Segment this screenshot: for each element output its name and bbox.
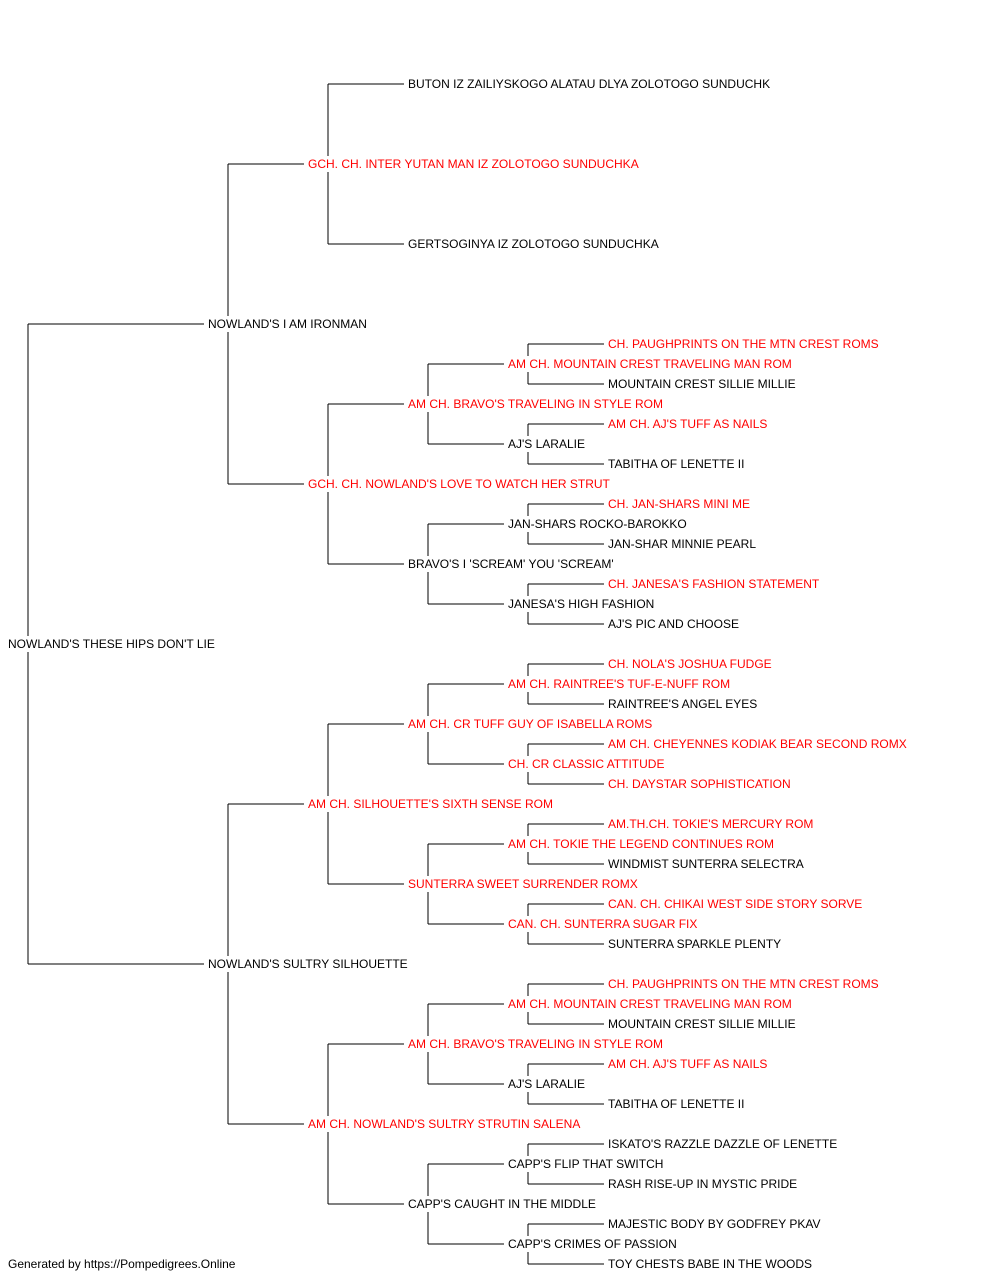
dog-name-pedigree-dam-dam-dam-dam-dam: TOY CHESTS BABE IN THE WOODS (608, 1257, 812, 1271)
dog-name-pedigree-dam-dam-sire-sire-dam: MOUNTAIN CREST SILLIE MILLIE (608, 1017, 796, 1031)
dog-name-pedigree-sire-dam-sire-sire-sire: CH. PAUGHPRINTS ON THE MTN CREST ROMS (608, 337, 879, 351)
dog-name-pedigree-dam-dam-dam-sire-sire: ISKATO'S RAZZLE DAZZLE OF LENETTE (608, 1137, 837, 1151)
dog-name-pedigree-dam-sire-sire: AM CH. CR TUFF GUY OF ISABELLA ROMS (408, 717, 652, 731)
dog-name-pedigree-sire-dam: GCH. CH. NOWLAND'S LOVE TO WATCH HER STR… (308, 477, 611, 491)
dog-name-pedigree-dam-dam-dam: CAPP'S CAUGHT IN THE MIDDLE (408, 1197, 596, 1211)
dog-name-pedigree-dam-sire-dam-sire-sire: AM.TH.CH. TOKIE'S MERCURY ROM (608, 817, 813, 831)
dog-name-pedigree-sire: NOWLAND'S I AM IRONMAN (208, 317, 367, 331)
dog-name-pedigree-sire-dam-sire-sire-dam: MOUNTAIN CREST SILLIE MILLIE (608, 377, 796, 391)
dog-name-pedigree-dam-dam-sire-sire: AM CH. MOUNTAIN CREST TRAVELING MAN ROM (508, 997, 792, 1011)
dog-name-pedigree-sire-dam-dam-sire: JAN-SHARS ROCKO-BAROKKO (508, 517, 687, 531)
dog-name-pedigree-sire-dam-sire-dam: AJ'S LARALIE (508, 437, 585, 451)
dog-name-pedigree-sire-dam-sire-sire: AM CH. MOUNTAIN CREST TRAVELING MAN ROM (508, 357, 792, 371)
dog-name-pedigree-dam-sire: AM CH. SILHOUETTE'S SIXTH SENSE ROM (308, 797, 553, 811)
dog-name-pedigree-dam-dam-sire-dam-sire: AM CH. AJ'S TUFF AS NAILS (608, 1057, 767, 1071)
dog-name-pedigree-dam-sire-sire-dam-dam: CH. DAYSTAR SOPHISTICATION (608, 777, 791, 791)
dog-name-pedigree-dam-dam-dam-sire: CAPP'S FLIP THAT SWITCH (508, 1157, 663, 1171)
dog-name-pedigree-dam-dam-dam-dam-sire: MAJESTIC BODY BY GODFREY PKAV (608, 1217, 821, 1231)
dog-name-pedigree-dam-sire-sire-dam-sire: AM CH. CHEYENNES KODIAK BEAR SECOND ROMX (608, 737, 907, 751)
dog-name-pedigree-sire-sire: GCH. CH. INTER YUTAN MAN IZ ZOLOTOGO SUN… (308, 157, 639, 171)
dog-name-pedigree-dam-sire-dam-dam: CAN. CH. SUNTERRA SUGAR FIX (508, 917, 697, 931)
dog-name-pedigree-dam-dam: AM CH. NOWLAND'S SULTRY STRUTIN SALENA (308, 1117, 580, 1131)
dog-name-pedigree-dam-sire-dam-sire: AM CH. TOKIE THE LEGEND CONTINUES ROM (508, 837, 774, 851)
dog-name-pedigree-sire-dam-sire: AM CH. BRAVO'S TRAVELING IN STYLE ROM (408, 397, 663, 411)
dog-name-pedigree-sire-dam-dam-sire-sire: CH. JAN-SHARS MINI ME (608, 497, 750, 511)
dog-name-pedigree-sire-dam-dam-dam-dam: AJ'S PIC AND CHOOSE (608, 617, 739, 631)
dog-name-pedigree-dam-sire-sire-sire-dam: RAINTREE'S ANGEL EYES (608, 697, 757, 711)
dog-name-pedigree-dam-dam-sire-dam: AJ'S LARALIE (508, 1077, 585, 1091)
dog-name-pedigree-sire-dam-sire-dam-dam: TABITHA OF LENETTE II (608, 457, 744, 471)
dog-name-pedigree-dam-sire-dam-sire-dam: WINDMIST SUNTERRA SELECTRA (608, 857, 804, 871)
dog-name-pedigree-dam-dam-dam-sire-dam: RASH RISE-UP IN MYSTIC PRIDE (608, 1177, 797, 1191)
dog-name-pedigree-dam-sire-sire-sire-sire: CH. NOLA'S JOSHUA FUDGE (608, 657, 772, 671)
dog-name-pedigree-sire-sire-sire: BUTON IZ ZAILIYSKOGO ALATAU DLYA ZOLOTOG… (408, 77, 770, 91)
dog-name-pedigree-dam-sire-sire-sire: AM CH. RAINTREE'S TUF-E-NUFF ROM (508, 677, 730, 691)
dog-name-pedigree-dam-dam-sire: AM CH. BRAVO'S TRAVELING IN STYLE ROM (408, 1037, 663, 1051)
dog-name-pedigree-sire-dam-dam-dam: JANESA'S HIGH FASHION (508, 597, 654, 611)
dog-name-pedigree-dam-dam-sire-dam-dam: TABITHA OF LENETTE II (608, 1097, 744, 1111)
dog-name-pedigree-dam-dam-dam-dam: CAPP'S CRIMES OF PASSION (508, 1237, 677, 1251)
dog-name-pedigree-dam-sire-dam-dam-dam: SUNTERRA SPARKLE PLENTY (608, 937, 781, 951)
dog-name-pedigree-dam: NOWLAND'S SULTRY SILHOUETTE (208, 957, 408, 971)
generated-by-footer: Generated by https://Pompedigrees.Online (8, 1257, 236, 1271)
dog-name-pedigree-sire-dam-sire-dam-sire: AM CH. AJ'S TUFF AS NAILS (608, 417, 767, 431)
dog-name-pedigree-sire-sire-dam: GERTSOGINYA IZ ZOLOTOGO SUNDUCHKA (408, 237, 659, 251)
dog-name-pedigree-dam-sire-sire-dam: CH. CR CLASSIC ATTITUDE (508, 757, 664, 771)
dog-name-pedigree-sire-dam-dam-dam-sire: CH. JANESA'S FASHION STATEMENT (608, 577, 820, 591)
dog-name-pedigree-dam-sire-dam-dam-sire: CAN. CH. CHIKAI WEST SIDE STORY SORVE (608, 897, 862, 911)
dog-name-pedigree: NOWLAND'S THESE HIPS DON'T LIE (8, 637, 215, 651)
dog-name-pedigree-dam-sire-dam: SUNTERRA SWEET SURRENDER ROMX (408, 877, 638, 891)
dog-name-pedigree-sire-dam-dam: BRAVO'S I 'SCREAM' YOU 'SCREAM' (408, 557, 614, 571)
dog-name-pedigree-sire-dam-dam-sire-dam: JAN-SHAR MINNIE PEARL (608, 537, 756, 551)
dog-name-pedigree-dam-dam-sire-sire-sire: CH. PAUGHPRINTS ON THE MTN CREST ROMS (608, 977, 879, 991)
